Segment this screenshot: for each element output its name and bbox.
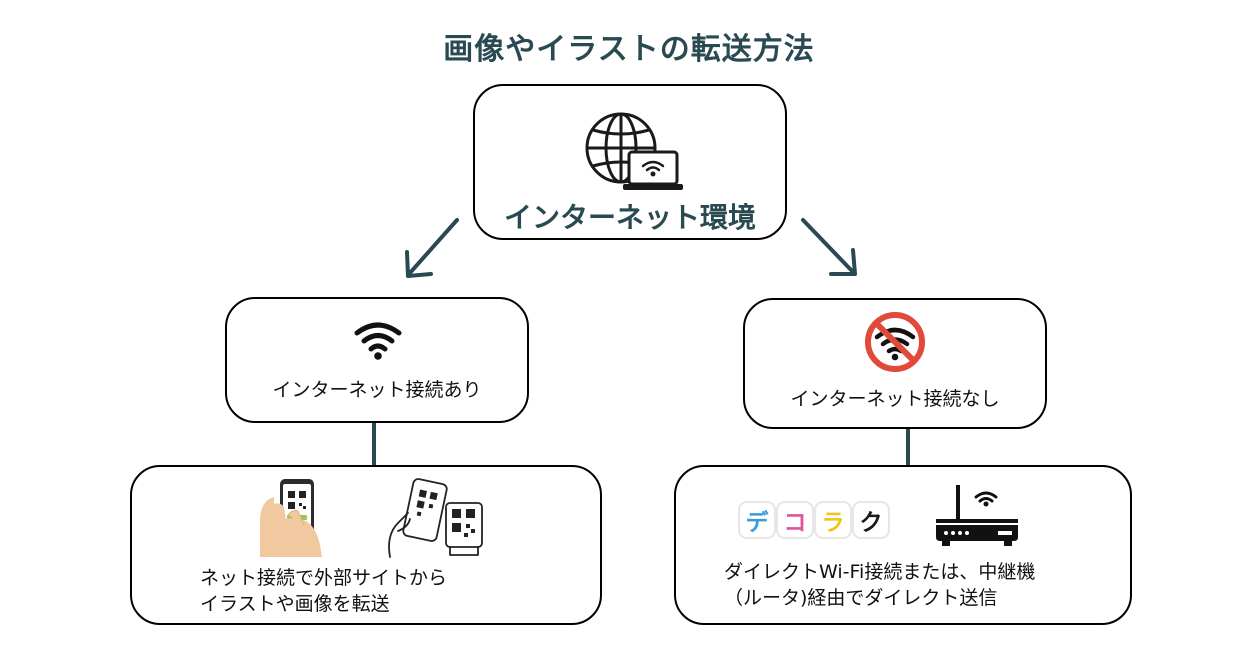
decoraku-logo: デ コ ラ ク: [740, 503, 888, 537]
no-wifi-icon: [865, 312, 925, 372]
phone-qr-scan-icon: [388, 478, 483, 558]
connector-right: [906, 429, 910, 465]
page-title: 画像やイラストの転送方法: [443, 32, 815, 67]
wifi-icon: [354, 322, 402, 360]
online-detail-line-2: イラストや画像を転送: [200, 593, 390, 615]
arrow-right: [801, 218, 857, 276]
branch-online-label: インターネット接続あり: [272, 379, 482, 401]
root-label: インターネット環境: [503, 201, 756, 234]
root-node: インターネット環境: [473, 84, 787, 240]
phone-qr-hand-icon: [260, 479, 322, 557]
online-detail-node: ネット接続で外部サイトから イラストや画像を転送: [130, 465, 602, 625]
branch-online-node: インターネット接続あり: [225, 297, 529, 423]
decoraku-char-ko: コ: [778, 503, 812, 537]
globe-laptop-wifi-icon: [585, 112, 683, 190]
connector-left: [372, 423, 376, 465]
branch-offline-node: インターネット接続なし: [743, 298, 1047, 429]
online-detail-line-1: ネット接続で外部サイトから: [200, 567, 448, 589]
arrow-left: [405, 218, 459, 278]
branch-offline-label: インターネット接続なし: [790, 388, 1000, 410]
decoraku-char-de: デ: [740, 503, 774, 537]
router-icon: [936, 485, 1018, 546]
offline-detail-line-1: ダイレクトWi-Fi接続または、中継機: [724, 561, 1036, 583]
offline-detail-node: デ コ ラ ク ダイレクトWi-Fi接続または、中継機 （ルータ)経由でダイレク…: [674, 465, 1132, 625]
decoraku-char-ku: ク: [854, 503, 888, 537]
offline-detail-line-2: （ルータ)経由でダイレクト送信: [724, 587, 998, 609]
decoraku-char-ra: ラ: [816, 503, 850, 537]
